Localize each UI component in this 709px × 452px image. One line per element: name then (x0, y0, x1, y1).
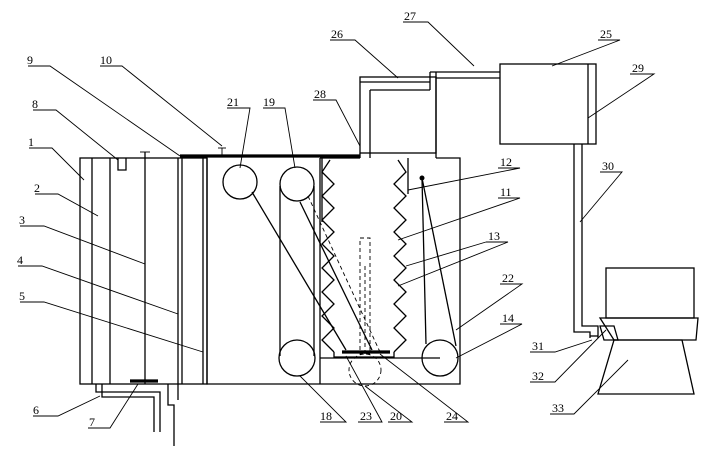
main-tank (180, 147, 461, 385)
label-6: 6 (33, 403, 39, 417)
label-14: 14 (502, 311, 514, 325)
pulleys (222, 164, 459, 387)
label-24: 24 (446, 409, 458, 423)
label-33: 33 (552, 401, 564, 415)
label-18: 18 (320, 409, 332, 423)
top-tank (359, 71, 500, 158)
label-13: 13 (488, 229, 500, 243)
label-29: 29 (632, 61, 644, 75)
leader-lines (18, 21, 656, 429)
label-32: 32 (532, 369, 544, 383)
label-21: 21 (227, 95, 239, 109)
label-20: 20 (390, 409, 402, 423)
label-12: 12 (500, 155, 512, 169)
bellows (321, 159, 407, 358)
label-8: 8 (32, 97, 38, 111)
label-26: 26 (331, 27, 343, 41)
label-9: 9 (27, 53, 33, 67)
filter-tank (79, 151, 208, 385)
right-box (499, 63, 599, 338)
label-27: 27 (404, 9, 416, 23)
label-4: 4 (17, 253, 23, 267)
label-23: 23 (360, 409, 372, 423)
label-10: 10 (100, 53, 112, 67)
label-5: 5 (19, 289, 25, 303)
label-28: 28 (314, 87, 326, 101)
label-2: 2 (34, 181, 40, 195)
label-22: 22 (502, 271, 514, 285)
label-3: 3 (19, 213, 25, 227)
labels: 1 2 3 4 5 6 7 8 9 10 11 12 13 14 18 19 2… (17, 9, 644, 429)
label-19: 19 (263, 95, 275, 109)
machine (590, 267, 699, 395)
label-31: 31 (532, 339, 544, 353)
label-25: 25 (600, 27, 612, 41)
label-30: 30 (602, 159, 614, 173)
drain-pipes (95, 379, 179, 446)
label-11: 11 (500, 185, 512, 199)
label-1: 1 (28, 135, 34, 149)
label-7: 7 (89, 415, 95, 429)
